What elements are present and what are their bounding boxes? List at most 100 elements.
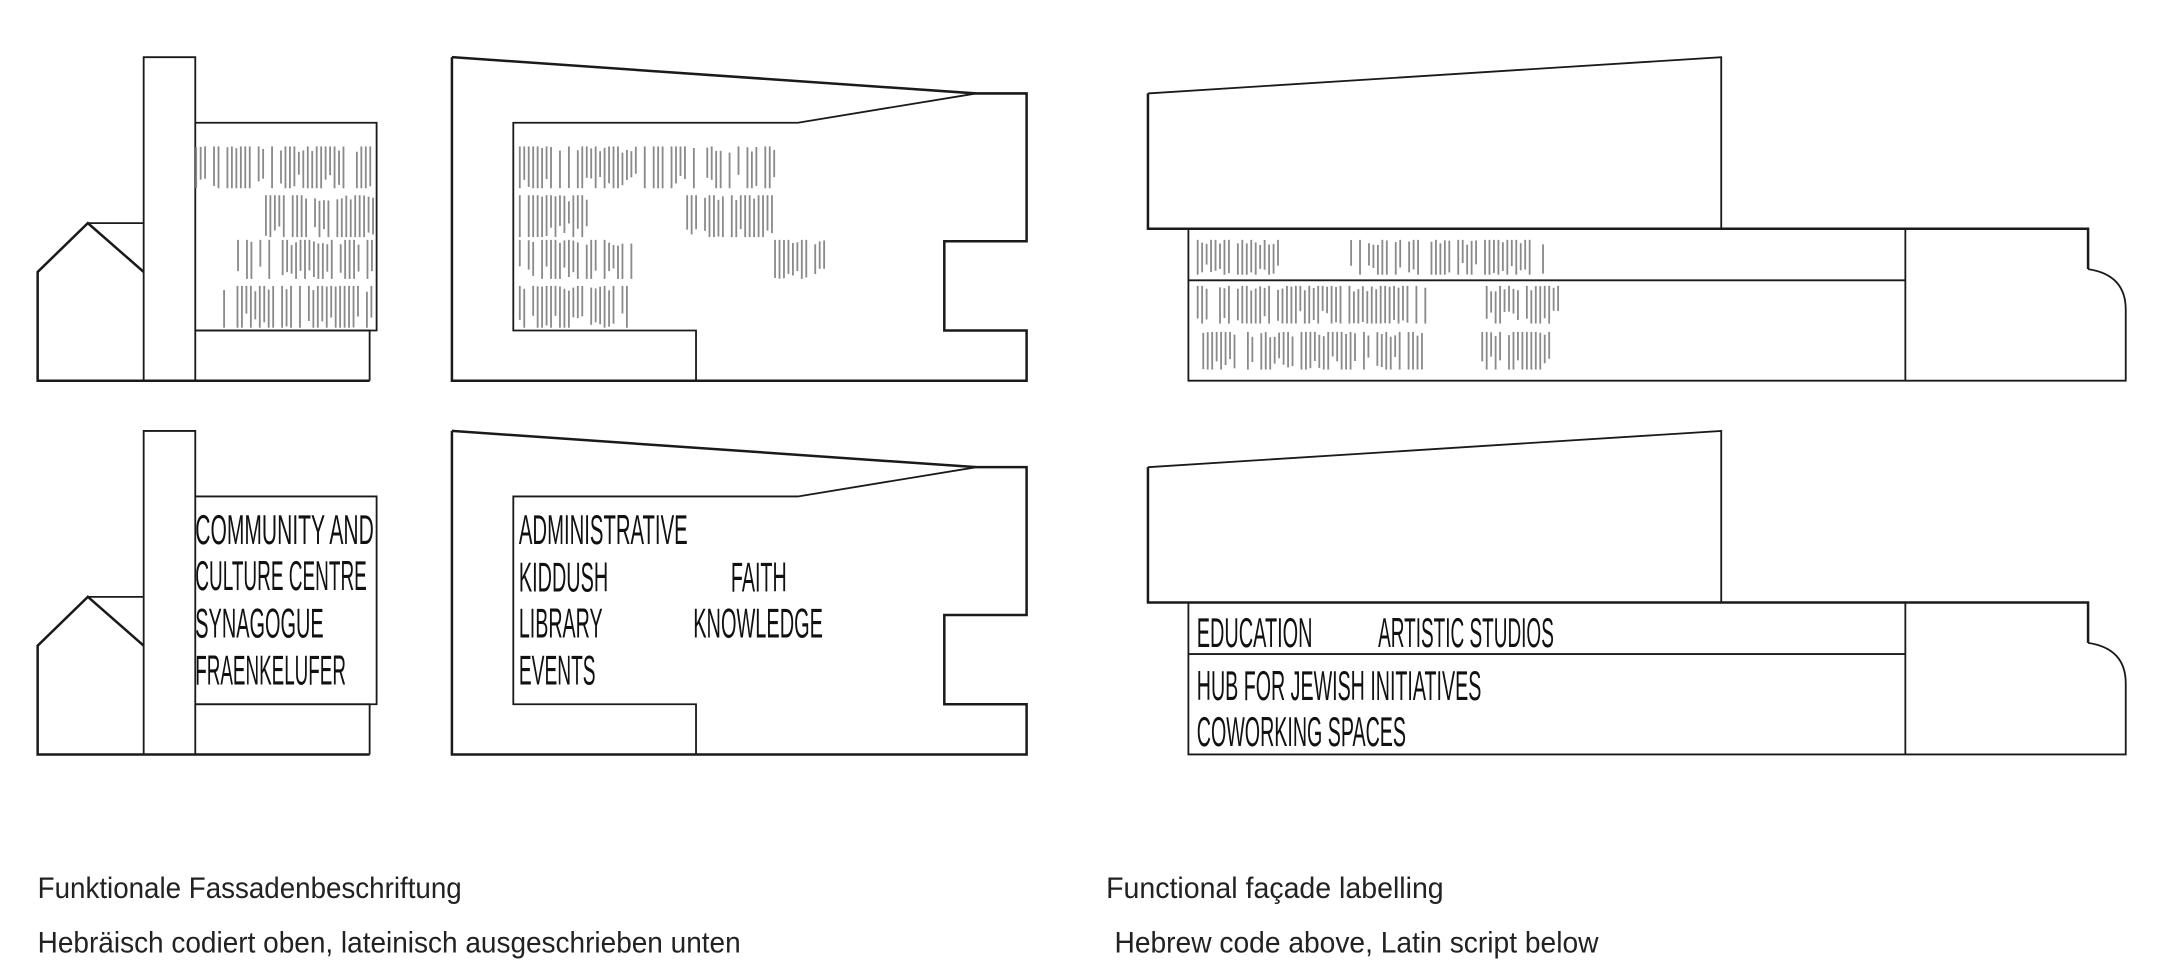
code-bar — [259, 239, 262, 267]
tower-outline — [142, 56, 197, 381]
code-bar — [1515, 239, 1518, 275]
code-bar — [608, 146, 610, 184]
code-bar — [621, 243, 624, 279]
code-bar — [1421, 333, 1423, 370]
code-bar — [572, 195, 575, 238]
code-bar — [327, 200, 330, 238]
code-bar — [1308, 285, 1311, 324]
code-bar — [304, 239, 306, 279]
code-bar — [550, 285, 552, 328]
code-bar — [532, 146, 535, 189]
code-bar — [1499, 285, 1501, 324]
code-bar — [774, 239, 776, 278]
code-bar — [771, 195, 773, 234]
code-bar — [353, 239, 355, 279]
code-bar — [643, 146, 646, 189]
code-bar — [1228, 239, 1230, 274]
code-bar — [1281, 288, 1284, 324]
code-bar — [1241, 239, 1244, 275]
label-line: KNOWLEDGE — [693, 599, 823, 646]
base-block — [195, 703, 371, 755]
code-bar — [354, 195, 357, 238]
code-bar — [576, 195, 579, 229]
lower-volume-outline — [1187, 228, 2127, 382]
upper-volume-base — [1146, 93, 2090, 270]
label-line: ARTISTIC STUDIOS — [1378, 609, 1554, 656]
code-bar — [1286, 285, 1288, 324]
code-bar — [1352, 291, 1355, 324]
code-bar — [1530, 331, 1533, 370]
code-bar — [366, 239, 369, 279]
code-bar — [1214, 239, 1217, 271]
code-bar — [692, 147, 695, 189]
code-bar — [518, 146, 521, 189]
caption-en-subtitle: Hebrew code above, Latin script below — [1114, 926, 1599, 959]
code-bar — [739, 195, 742, 230]
code-bar — [773, 149, 776, 178]
code-bar — [217, 146, 220, 189]
code-bar — [344, 239, 347, 279]
label-line: SYNAGOGUE — [195, 599, 323, 646]
code-bar — [1282, 331, 1285, 365]
code-bar — [652, 146, 655, 189]
code-bar — [1196, 285, 1199, 319]
code-bar — [213, 146, 215, 186]
code-bar — [289, 146, 291, 189]
code-bar — [244, 146, 247, 189]
code-bar — [1384, 285, 1387, 324]
code-bar — [576, 150, 579, 189]
code-bar — [1398, 331, 1401, 370]
synagogue-outline — [450, 55, 1028, 382]
code-bar — [532, 241, 535, 276]
code-bar — [300, 195, 303, 238]
code-bar — [750, 151, 753, 189]
label-line: EVENTS — [519, 647, 596, 694]
code-bar — [1268, 285, 1271, 324]
code-bar — [1349, 331, 1352, 370]
code-bar — [532, 195, 535, 238]
code-bar — [265, 195, 267, 236]
code-bar — [1269, 337, 1272, 370]
caption-de-title: Funktionale Fassadenbeschriftung — [38, 872, 462, 905]
code-bar — [299, 239, 302, 271]
upper-volume-base — [1146, 467, 2090, 643]
code-bar — [315, 146, 318, 189]
code-bar — [559, 195, 561, 226]
code-bar — [1399, 239, 1402, 268]
code-bar — [634, 146, 637, 174]
code-bar — [1233, 334, 1236, 369]
code-bar — [1309, 331, 1312, 369]
code-bar — [1205, 288, 1208, 320]
code-bar — [297, 151, 300, 175]
code-bar — [603, 147, 606, 189]
code-bar — [366, 291, 368, 328]
code-bar — [536, 286, 539, 328]
code-bar — [1461, 239, 1464, 264]
code-bar — [1318, 334, 1321, 368]
code-bar — [599, 151, 602, 177]
code-bar — [1336, 331, 1339, 362]
code-bar — [621, 285, 624, 314]
code-bar — [748, 195, 751, 238]
code-bar — [1506, 239, 1509, 275]
lower-volume-outline — [1187, 602, 2127, 756]
code-bar — [269, 195, 272, 238]
code-bar — [1251, 336, 1254, 363]
code-bar — [342, 146, 345, 189]
label-line: CULTURE CENTRE — [195, 552, 367, 599]
code-bar — [357, 285, 359, 317]
code-bar — [308, 239, 311, 271]
code-bar — [1331, 331, 1334, 357]
code-bar — [321, 285, 324, 322]
code-bar — [245, 285, 248, 314]
code-bar — [271, 146, 273, 189]
code-bar — [1470, 240, 1473, 275]
code-bar — [1521, 331, 1524, 370]
code-bar — [1335, 286, 1337, 323]
code-bar — [1485, 331, 1488, 370]
code-bar — [285, 289, 288, 327]
code-bar — [523, 146, 526, 180]
code-bar — [1215, 331, 1218, 362]
code-bar — [612, 146, 615, 189]
code-bar — [728, 152, 731, 189]
